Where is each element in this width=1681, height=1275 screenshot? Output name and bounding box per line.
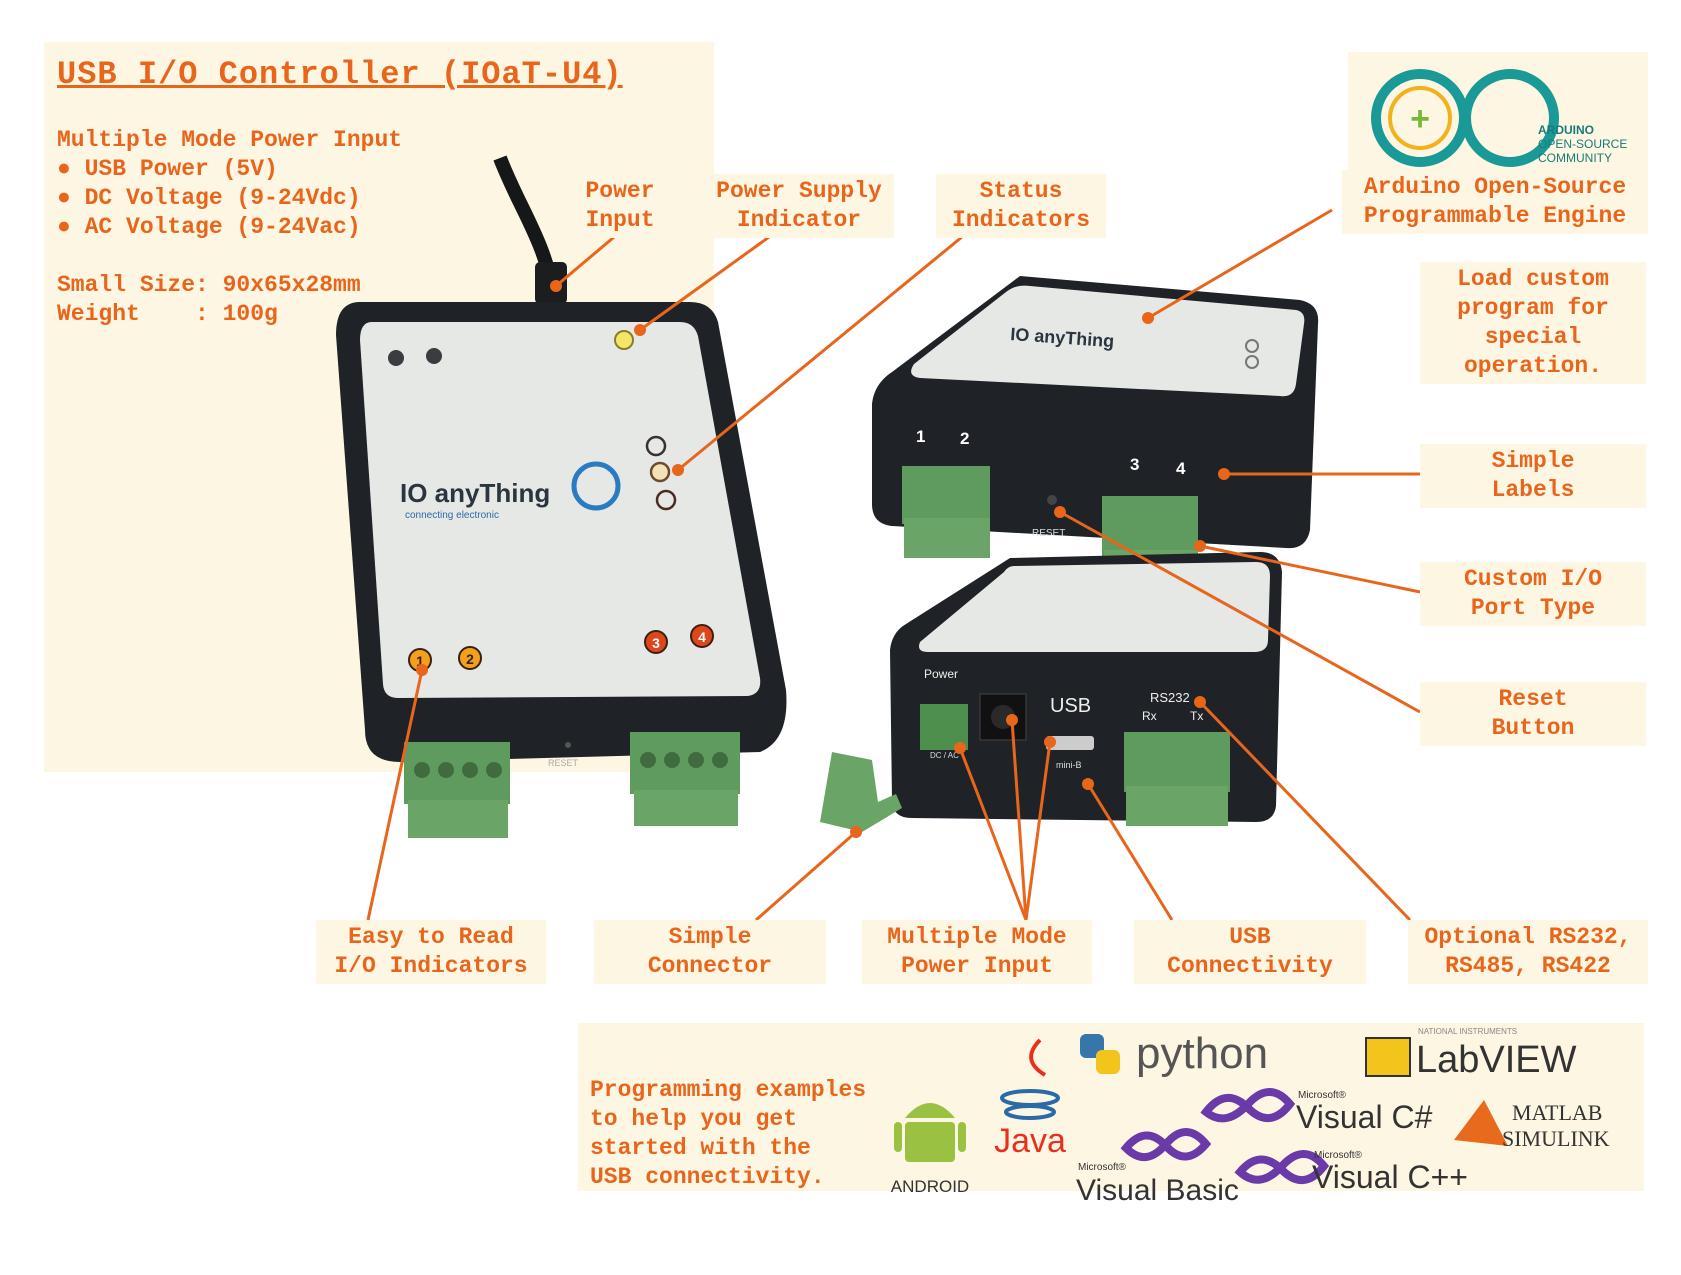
spec-line: ● AC Voltage (9-24Vac) <box>57 214 361 240</box>
device-lid <box>911 285 1305 397</box>
status-led <box>645 435 667 457</box>
port-led-label: 4 <box>698 629 706 645</box>
spec-line: ● DC Voltage (9-24Vdc) <box>57 185 361 211</box>
terminal-block <box>1124 732 1230 792</box>
terminal-block <box>1126 786 1228 826</box>
programming-panel: Programming examples to help you get sta… <box>578 1023 1644 1191</box>
callout-optional-rs: Optional RS232,RS485, RS422 <box>1408 920 1648 984</box>
terminal-block <box>634 790 738 826</box>
mini-b-label: mini-B <box>1056 760 1082 770</box>
rx-label: Rx <box>1142 709 1157 723</box>
device-top: IO anyThing 1 2 3 4 RESET <box>872 276 1319 592</box>
port-led-label: 1 <box>416 653 424 669</box>
arduino-logo-text: ARDUINO <box>1538 123 1594 137</box>
reset-button <box>565 742 571 748</box>
status-led <box>655 489 677 511</box>
power-symbol-icon <box>426 348 442 364</box>
programming-line: USB connectivity. <box>590 1164 825 1190</box>
programming-line: started with the <box>590 1135 811 1161</box>
reset-label: RESET <box>1032 528 1065 539</box>
plus-icon: + <box>1410 100 1430 138</box>
status-led <box>649 461 671 483</box>
dc-ac-label: DC / AC <box>930 751 959 760</box>
port-label: 3 <box>1130 455 1139 474</box>
terminal-block <box>408 800 508 838</box>
arduino-logo-text: COMMUNITY <box>1538 151 1612 165</box>
loose-connector <box>820 752 902 832</box>
reset-label: RESET <box>548 758 579 768</box>
page-title: USB I/O Controller (IOaT-U4) <box>57 56 623 93</box>
reset-button <box>1047 495 1057 505</box>
spec-line: Weight : 100g <box>57 301 278 327</box>
brand-logo-icon <box>571 461 621 511</box>
power-led <box>614 330 634 350</box>
usb-symbol-icon <box>388 350 404 366</box>
port-led-label: 3 <box>652 635 660 651</box>
terminal-block <box>1102 496 1198 556</box>
port-label: 2 <box>960 429 969 448</box>
port-label: 1 <box>916 427 925 446</box>
arduino-logo-text: OPEN-SOURCE <box>1538 137 1627 151</box>
leader-lines <box>366 208 1421 922</box>
rs232-label: RS232 <box>1150 690 1190 705</box>
device-tagline: connecting electronic <box>405 510 499 521</box>
spec-line: ● USB Power (5V) <box>57 156 278 182</box>
spec-line: Multiple Mode Power Input <box>57 127 403 153</box>
port-led <box>458 646 482 670</box>
programming-line: Programming examples <box>590 1077 867 1103</box>
port-led-label: 2 <box>466 651 474 667</box>
device-lid <box>360 322 761 698</box>
mini-usb-port <box>1046 736 1094 750</box>
terminal-block <box>904 518 990 558</box>
arduino-logo: + ARDUINO OPEN-SOURCE COMMUNITY <box>1348 52 1648 180</box>
device-lid <box>919 562 1270 652</box>
spec-line: Small Size: 90x65x28mm <box>57 272 361 298</box>
port-led <box>644 630 668 654</box>
tx-label: Tx <box>1190 709 1203 723</box>
leader-dots <box>416 280 1230 838</box>
usb-label: USB <box>1050 695 1091 717</box>
port-led <box>690 624 714 648</box>
terminal-block <box>902 466 990 524</box>
device-main: IO anyThing connecting electronic 1 2 3 … <box>336 155 787 838</box>
device-brand: IO anyThing <box>400 478 550 508</box>
port-label: 4 <box>1176 459 1186 478</box>
power-label: Power <box>924 667 958 681</box>
device-bottom: Power DC / AC USB mini-B RS232 Rx Tx <box>820 552 1282 832</box>
programming-line: to help you get <box>590 1106 798 1132</box>
